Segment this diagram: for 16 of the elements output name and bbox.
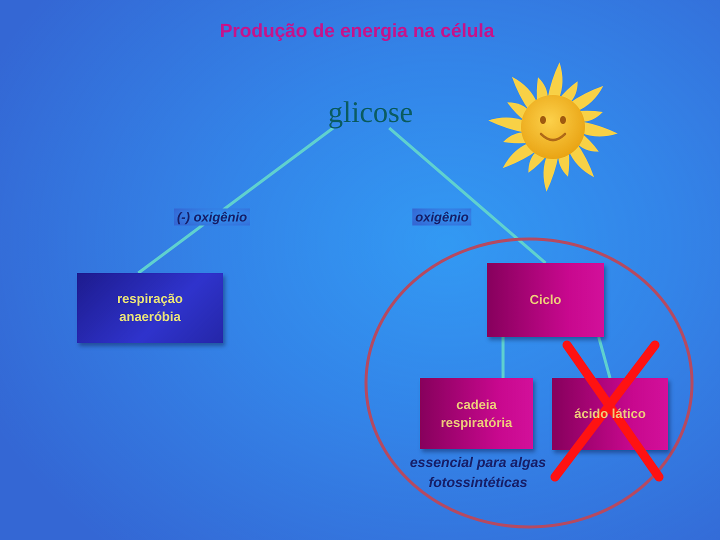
process-box	[487, 263, 604, 337]
note-text: essencial para algas fotossintéticas	[408, 453, 548, 492]
process-box	[420, 378, 533, 449]
connector-line	[597, 336, 612, 378]
connector-line	[502, 337, 505, 378]
edge-label: oxigênio	[412, 208, 472, 226]
slide-title: Produção de energia na célula	[220, 21, 494, 43]
edge-label: (-) oxigênio	[174, 208, 250, 226]
box-label: Ciclo	[530, 291, 562, 309]
connector-line	[388, 126, 546, 264]
connector-line	[137, 126, 334, 274]
box-label: cadeia respiratória	[440, 396, 514, 432]
node-label: glicose	[328, 98, 413, 128]
process-box	[77, 273, 223, 343]
highlight-circle	[364, 237, 694, 529]
box-label: respiração anaeróbia	[116, 290, 184, 326]
